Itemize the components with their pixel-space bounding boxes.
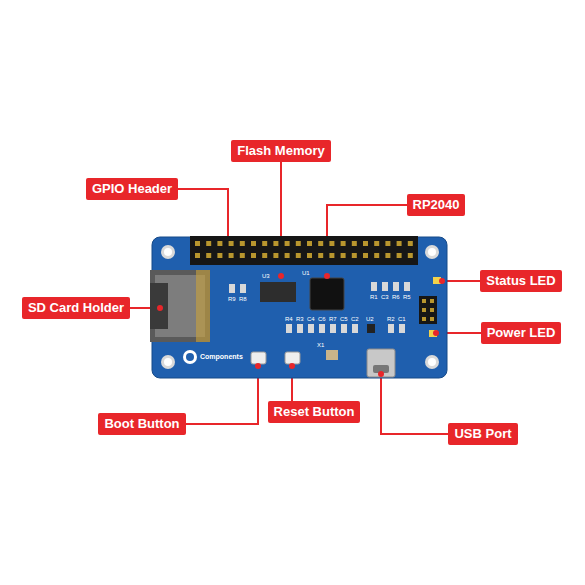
header-pin	[229, 253, 234, 258]
pcb-board	[152, 237, 447, 378]
header-pin	[240, 253, 245, 258]
header-pin	[307, 253, 312, 258]
silkscreen-label: U1	[302, 270, 310, 277]
silkscreen-label: C6	[318, 316, 326, 323]
leader-dots	[157, 273, 445, 377]
silkscreen-label: C4	[307, 316, 315, 323]
header-pin	[352, 253, 357, 258]
silkscreen-label: C5	[340, 316, 348, 323]
silkscreen-label: U3	[262, 273, 270, 280]
flash-chip	[260, 282, 296, 302]
silkscreen-label: C1	[398, 316, 406, 323]
header-pin	[195, 253, 200, 258]
header-pin	[229, 241, 234, 246]
header-pin	[363, 241, 368, 246]
header-pin	[195, 241, 200, 246]
header-pin	[273, 241, 278, 246]
silkscreen-label: Components	[200, 353, 243, 360]
silkscreen-label: X1	[317, 342, 324, 349]
silkscreen-label: R8	[239, 296, 247, 303]
header-pin	[397, 241, 402, 246]
callout-text: Power LED	[487, 325, 556, 340]
header-pin	[385, 253, 390, 258]
callout-text: Reset Button	[274, 404, 355, 419]
header-pin	[363, 253, 368, 258]
header-pin	[341, 241, 346, 246]
callout-text: Status LED	[486, 273, 555, 288]
header-pin	[285, 253, 290, 258]
usb-port	[367, 349, 395, 377]
header-pin	[206, 253, 211, 258]
header-pin	[397, 253, 402, 258]
leader-lines	[76, 151, 521, 434]
header-pin	[374, 241, 379, 246]
header-pin	[206, 241, 211, 246]
header-pin	[240, 241, 245, 246]
callout-text: RP2040	[413, 197, 460, 212]
header-pin	[217, 241, 222, 246]
header-pin	[329, 253, 334, 258]
header-pin	[341, 253, 346, 258]
header-pin	[296, 241, 301, 246]
callout-box: Flash Memory	[231, 140, 330, 162]
header-pin	[318, 241, 323, 246]
silkscreen-label: R2	[387, 316, 395, 323]
board-logo	[183, 350, 197, 364]
header-pin	[251, 241, 256, 246]
callout-box: Reset Button	[268, 401, 361, 423]
callout-box: Boot Button	[98, 413, 185, 435]
header-pin	[251, 253, 256, 258]
sd-card-holder	[150, 270, 210, 342]
header-pin	[262, 253, 267, 258]
header-pin	[217, 253, 222, 258]
callout-text: Flash Memory	[237, 143, 324, 158]
header-pin	[385, 241, 390, 246]
callout-text: USB Port	[454, 426, 511, 441]
callout-box: USB Port	[448, 423, 517, 445]
header-pin	[374, 253, 379, 258]
side-header	[419, 296, 437, 324]
silkscreen-label: U2	[366, 316, 374, 323]
buttons	[251, 352, 300, 364]
silkscreen-label: R5	[403, 294, 411, 301]
callout-text: SD Card Holder	[28, 300, 124, 315]
header-pin	[318, 253, 323, 258]
silkscreen-label: R6	[392, 294, 400, 301]
header-pin	[273, 253, 278, 258]
callout-text: Boot Button	[104, 416, 179, 431]
header-pin	[307, 241, 312, 246]
header-pin	[262, 241, 267, 246]
callout-box: Status LED	[480, 270, 561, 292]
header-pin	[408, 253, 413, 258]
silkscreen-label: R3	[296, 316, 304, 323]
header-pin	[285, 241, 290, 246]
header-pin	[329, 241, 334, 246]
gpio-header	[190, 236, 418, 265]
silkscreen-label: C2	[351, 316, 359, 323]
silkscreen-label: R4	[285, 316, 293, 323]
callout-box: Power LED	[481, 322, 562, 344]
silkscreen-label: R7	[329, 316, 337, 323]
callout-text: GPIO Header	[92, 181, 172, 196]
callout-box: SD Card Holder	[22, 297, 130, 319]
header-pin	[408, 241, 413, 246]
crystal	[326, 350, 338, 360]
silkscreen-label: C3	[381, 294, 389, 301]
callout-box: RP2040	[407, 194, 466, 216]
passive-components	[229, 282, 410, 333]
silkscreen-label: R1	[370, 294, 378, 301]
rp2040-chip	[310, 278, 344, 310]
header-pins	[195, 241, 413, 258]
header-pin	[352, 241, 357, 246]
header-pin	[296, 253, 301, 258]
callout-box: GPIO Header	[86, 178, 178, 200]
silkscreen-label: R9	[228, 296, 236, 303]
